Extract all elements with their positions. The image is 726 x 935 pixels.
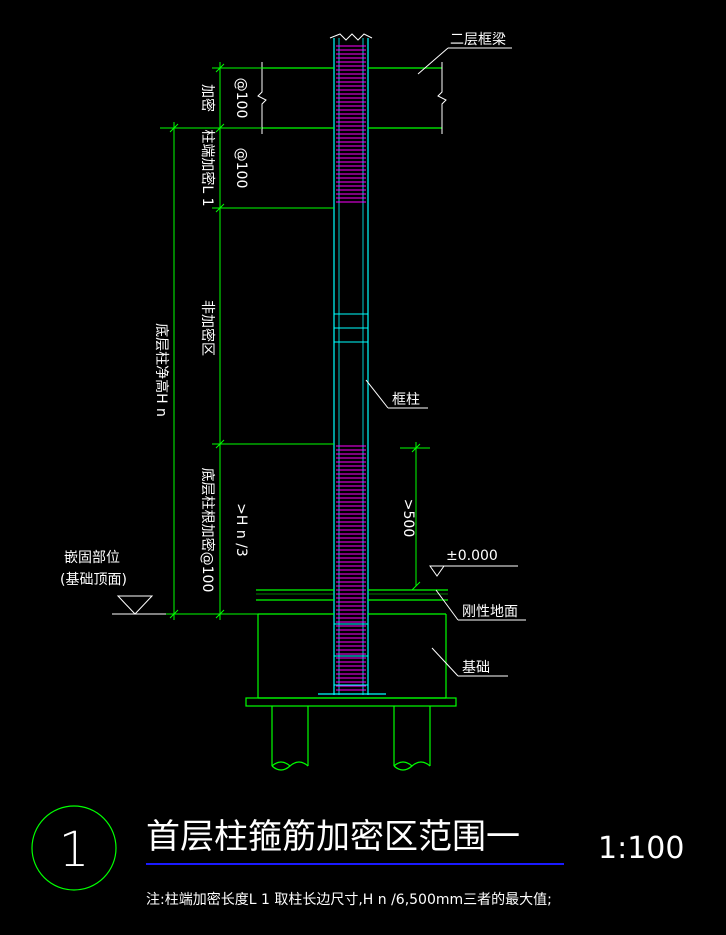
rigid-ground-label: 刚性地面 (462, 604, 518, 620)
spacing-mid-label: @100 (233, 148, 249, 189)
hoops-densified-top (336, 45, 366, 203)
rigid-ground-leader (435, 589, 459, 621)
dim-chain-inner (212, 62, 334, 620)
column-end-densify-label: 柱端加密L 1 (199, 129, 216, 206)
footnote: 注:柱端加密长度L 1 取柱长边尺寸,H n /6,500mm三者的最大值; (146, 891, 552, 908)
ge500-label: >500 (400, 499, 416, 537)
elevation-label: ±0.000 (446, 548, 498, 564)
non-densify-label: 非加密区 (199, 300, 216, 356)
detail-number-circle (31, 805, 117, 891)
scale-label: 1:100 (598, 831, 684, 866)
rigid-ground-slab (256, 589, 448, 601)
frame-column-label: 框柱 (392, 392, 420, 408)
column-leader (365, 379, 389, 409)
detail-number: 1 (59, 822, 90, 878)
base-densify-label: 底层柱根加密@100 (199, 468, 216, 593)
clear-height-label: 底层柱净高H n (153, 323, 170, 417)
foundation-label: 基础 (462, 659, 490, 676)
foundation-leader (431, 647, 459, 677)
column-break-mark (329, 33, 373, 41)
embed-triangle (116, 595, 154, 615)
piles (271, 706, 431, 771)
dim-chain-outer (160, 122, 258, 620)
second-floor-beam-label: 二层框梁 (450, 32, 506, 48)
hoops-sparse (334, 313, 368, 686)
dim-ge500 (400, 442, 430, 591)
beam-leader (417, 47, 449, 75)
densify-label: 加密 (199, 84, 216, 112)
ge-hn3-label: >H n /3 (233, 503, 249, 557)
column-outline (333, 38, 369, 695)
hoops-densified-bottom (336, 445, 366, 695)
elevation-triangle (429, 565, 445, 577)
spacing-top-label: @100 (233, 78, 249, 119)
embed-position-sublabel: (基础顶面) (60, 571, 127, 588)
detail-title: 首层柱箍筋加密区范围一 (146, 817, 520, 857)
foundation-block (245, 613, 457, 707)
embed-position-label: 嵌固部位 (64, 550, 120, 566)
